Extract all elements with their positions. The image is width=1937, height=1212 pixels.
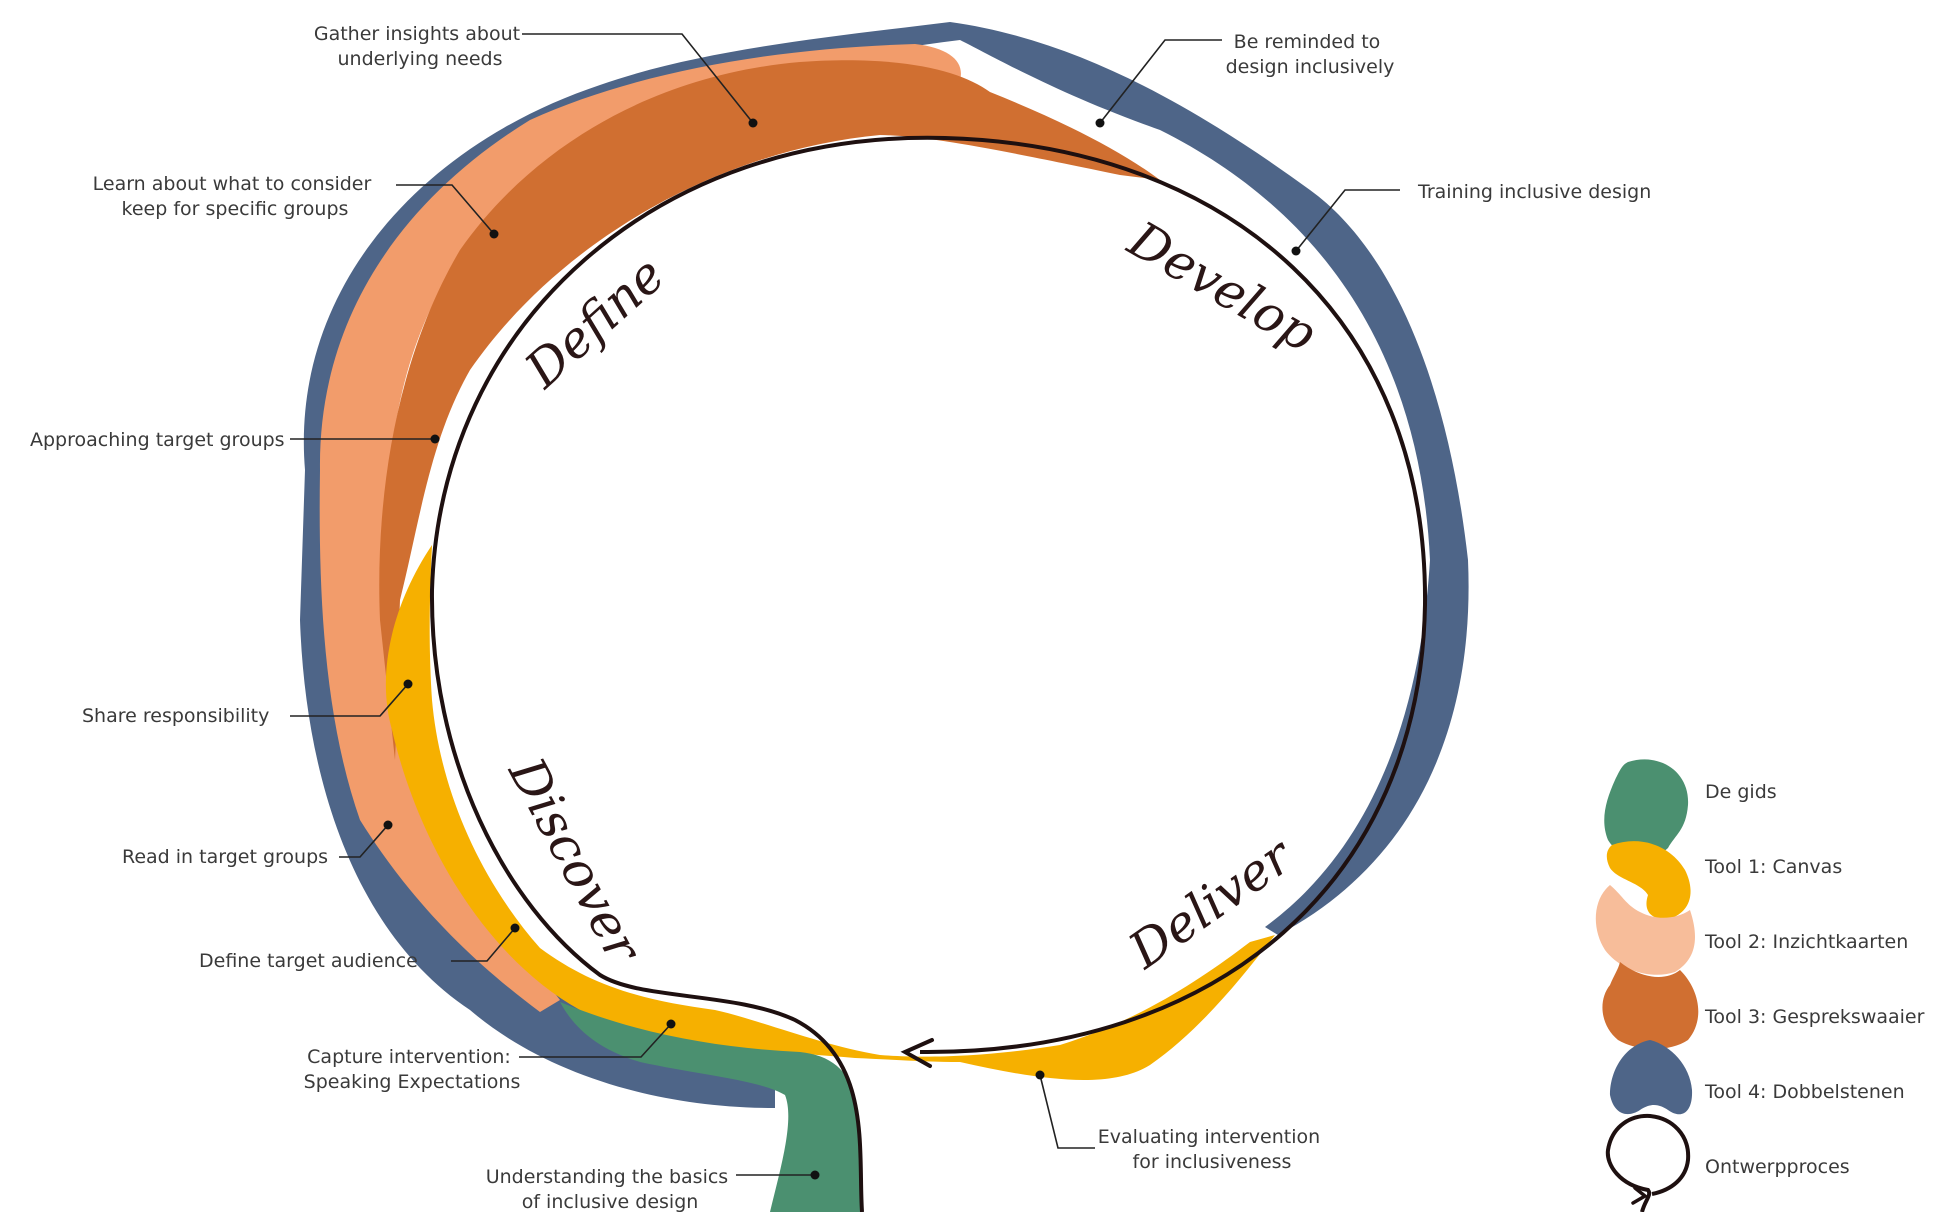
canvas-blob [1606,841,1691,919]
leader-share [290,679,413,717]
legend-label-canvas: Tool 1: Canvas [1704,856,1842,878]
legend-label-gesprekswaaier: Tool 3: Gesprekswaaier [1704,1006,1925,1028]
label-training: Training inclusive design [1417,181,1651,203]
label-share: Share responsibility [82,705,269,727]
leader-understanding [736,1170,820,1180]
inzichtkaarten-blob [1595,885,1695,975]
leader-read [339,820,393,858]
label-understanding: Understanding the basics of inclusive de… [486,1166,735,1212]
phase-deliver: Deliver [1118,825,1305,980]
leader-evaluating [1035,1070,1095,1149]
label-read: Read in target groups [122,846,328,868]
de-gids-blob [1604,759,1689,859]
leader-learn [396,184,499,239]
legend-label-inzichtkaarten: Tool 2: Inzichtkaarten [1704,931,1908,953]
label-approach: Approaching target groups [30,429,285,451]
legend: De gids Tool 1: Canvas Tool 2: Inzichtka… [1595,759,1925,1212]
label-gather: Gather insights about underlying needs [314,23,526,70]
gesprekswaaier-blob [1602,962,1699,1049]
dobbelstenen-blob [1610,1040,1693,1115]
leader-capture [519,1019,676,1058]
label-evaluating: Evaluating intervention for inclusivenes… [1098,1126,1326,1173]
process-loop-line [429,135,1428,1212]
label-learn: Learn about what to consider keep for sp… [93,173,378,220]
label-reminded: Be reminded to design inclusively [1226,31,1395,78]
phase-develop: Develop [1118,210,1326,364]
process-loop-icon [1605,1113,1691,1212]
de-gids-band [560,1002,862,1212]
process-arrowhead [900,1038,934,1068]
gesprekswaaier-band [379,60,1160,761]
label-define-aud: Define target audience [199,950,418,972]
leader-reminded [1095,39,1222,128]
leader-approach [290,434,440,444]
legend-label-ontwerpproces: Ontwerpproces [1705,1156,1850,1178]
leader-gather [522,33,758,128]
canvas-band [385,545,1275,1080]
label-capture: Capture intervention: Speaking Expectati… [304,1046,521,1093]
legend-label-de-gids: De gids [1705,781,1777,803]
legend-label-dobbelstenen: Tool 4: Dobbelstenen [1704,1081,1905,1103]
leader-define-aud [451,923,520,962]
leader-training [1291,189,1400,256]
